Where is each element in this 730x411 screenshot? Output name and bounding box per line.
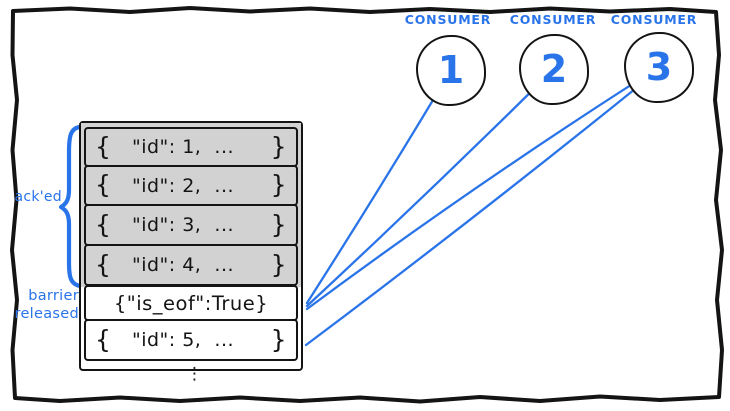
open-brace: { (95, 209, 112, 239)
close-brace: } (270, 170, 287, 199)
queue-row-id-4: { "id": 4, ... } (84, 244, 298, 286)
queue-row-text: "id": 4, ... (131, 254, 235, 276)
consumer-3-number: 3 (645, 44, 673, 89)
open-brace: { (95, 131, 112, 161)
queue-row-text: "id": 2, ... (131, 174, 235, 197)
queue-row-id-5: { "id": 5, ... } (84, 319, 298, 361)
eof-message-text: {"is_eof":True} (113, 291, 269, 315)
message-queue: { "id": 1, ... } { "id": 2, ... } { "id"… (79, 121, 303, 371)
queue-row-id-3: { "id": 3, ... } (84, 204, 298, 246)
consumer-2-number: 2 (540, 46, 568, 91)
queue-row-id-2: { "id": 2, ... } (84, 165, 298, 206)
close-brace: } (270, 131, 287, 161)
connector-consumer1-to-eof (305, 68, 453, 305)
queue-row-text: "id": 5, ... (131, 329, 235, 351)
barrier-released-label: barrier released (4, 287, 79, 323)
consumer-3-label: CONSUMER (610, 12, 698, 27)
consumer-3-circle: 3 (624, 32, 694, 103)
close-brace: } (270, 324, 287, 354)
connector-consumer2-to-eof (305, 67, 556, 308)
close-brace: } (270, 209, 287, 239)
consumer-1-circle: 1 (416, 35, 486, 106)
hand-drawn-border (10, 6, 724, 404)
consumer-2-label: CONSUMER (509, 12, 597, 27)
open-brace: { (95, 324, 112, 354)
consumer-2-circle: 2 (519, 34, 589, 105)
barrier-released-line1: barrier (28, 288, 79, 304)
barrier-released-line2: released (14, 306, 79, 322)
queue-row-id-1: { "id": 1, ... } (84, 127, 298, 167)
connector-consumer3-to-eof (305, 65, 661, 311)
connector-consumer3-to-id5 (304, 70, 658, 347)
queue-row-barrier-eof: {"is_eof":True} (84, 285, 298, 321)
open-brace: { (95, 249, 112, 279)
queue-row-text: "id": 3, ... (131, 214, 235, 236)
open-brace: { (95, 170, 112, 199)
close-brace: } (270, 249, 287, 279)
acked-brace (58, 124, 83, 289)
acked-label: ack'ed (14, 189, 62, 205)
queue-continuation-ellipsis: ⋮ (186, 364, 203, 384)
queue-row-text: "id": 1, ... (131, 136, 235, 158)
consumer-1-number: 1 (437, 47, 465, 92)
consumer-1-label: CONSUMER (404, 12, 492, 27)
